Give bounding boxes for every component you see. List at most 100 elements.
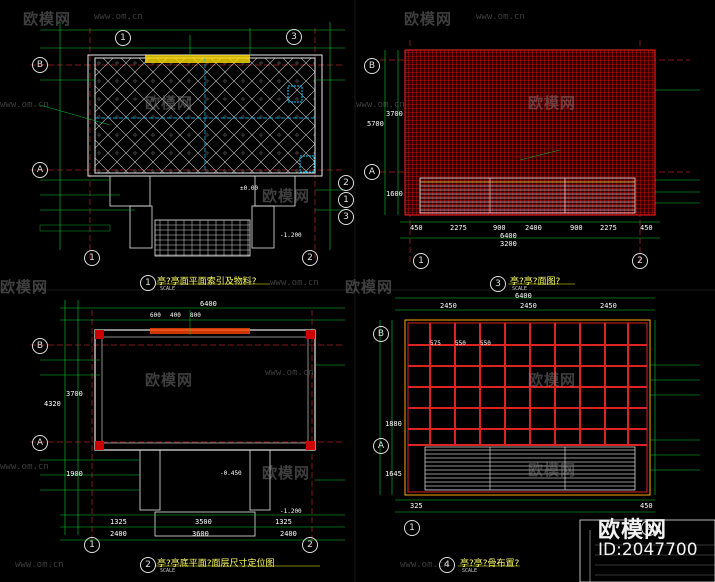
grid-bubble-2: 2 [641, 520, 657, 536]
grid-bubble-b: B [32, 338, 48, 354]
dim-joist-segment: 2450 [440, 302, 457, 310]
detail-callout: 3 [286, 29, 302, 45]
view-scale: SCALE [462, 568, 478, 574]
grid-bubble-b: B [373, 326, 389, 342]
dim-segment: 2400 [525, 224, 542, 232]
dim-segment: 450 [640, 224, 653, 232]
dim-joist-label: 1880 [385, 420, 402, 428]
watermark-brand: 欧模网 [262, 187, 311, 205]
dim-bottom-total: 2400 [280, 530, 297, 538]
grid-bubble-a: A [364, 164, 380, 180]
grid-bubble-a: A [32, 162, 48, 178]
view-1-roof-plan [30, 22, 345, 260]
watermark-brand: 欧模网 [528, 461, 577, 479]
dim-bottom-total: 3600 [192, 530, 209, 538]
dim-plan-segment: 400 [170, 312, 181, 319]
grid-bubble-2: 2 [302, 250, 318, 266]
view-title: 亭?亭?骨布置? [460, 559, 520, 569]
dim-segment: 2275 [450, 224, 467, 232]
watermark-url: www.om.cn [270, 278, 319, 288]
dim-segment: 900 [570, 224, 583, 232]
dim-vertical: 3700 [386, 110, 403, 118]
grid-bubble-1: 1 [404, 520, 420, 536]
grid-bubble-b: B [32, 57, 48, 73]
view-scale: SCALE [160, 286, 176, 292]
grid-bubble-2: 2 [632, 253, 648, 269]
watermark-url: www.om.cn [265, 368, 314, 378]
view-2-floor-plan [30, 300, 345, 545]
grid-bubble-1: 1 [84, 250, 100, 266]
dim-plan-segment: 600 [150, 312, 161, 319]
level-mark: -1.200 [280, 508, 302, 515]
watermark-url: www.om.cn [0, 462, 49, 472]
view-number-3: 3 [490, 276, 506, 292]
watermark-url: www.om.cn [400, 560, 449, 570]
view-4-joist-layout [379, 297, 700, 513]
dim-vertical: 1900 [66, 470, 83, 478]
view-title: 亭?亭?面图? [510, 277, 561, 287]
grid-bubble-a: A [32, 435, 48, 451]
detail-callout: 1 [338, 192, 354, 208]
dim-vertical: 3700 [66, 390, 83, 398]
dim-segment: 450 [410, 224, 423, 232]
brand-logo-text: 欧模网 [598, 518, 668, 543]
dim-joist-segment: 2450 [600, 302, 617, 310]
watermark-brand: 欧模网 [23, 10, 72, 28]
detail-callout: 2 [338, 175, 354, 191]
dim-total-width: 6400 [200, 300, 217, 308]
view-number-1: 1 [140, 275, 156, 291]
dim-joist-label: 1645 [385, 470, 402, 478]
dim-segment-bottom: 1325 [275, 518, 292, 526]
view-3-elevation [380, 40, 700, 265]
dim-vertical: 4320 [44, 400, 61, 408]
watermark-brand: 欧模网 [145, 94, 194, 112]
watermark-url: www.om.cn [15, 560, 64, 570]
detail-callout: 3 [338, 209, 354, 225]
dim-vertical: 5700 [367, 120, 384, 128]
dim-joist-label: 450 [640, 502, 653, 510]
watermark-brand: 欧模网 [528, 371, 577, 389]
view-number-4: 4 [439, 557, 455, 573]
dim-joist-spacing: 550 [455, 340, 466, 347]
watermark-url: www.om.cn [94, 12, 143, 22]
view-scale: SCALE [512, 286, 528, 292]
dim-joist-spacing: 575 [430, 340, 441, 347]
dim-joist-segment: 2450 [520, 302, 537, 310]
view-title: 亭?亭面平面索引及物料? [157, 277, 257, 287]
dim-total-width: 6400 [500, 232, 517, 240]
watermark-brand: 欧模网 [528, 94, 577, 112]
dim-total-width: 6400 [515, 292, 532, 300]
grid-bubble-1: 1 [84, 537, 100, 553]
level-mark: -1.200 [280, 232, 302, 239]
grid-bubble-a: A [373, 438, 389, 454]
dim-bottom-total: 2400 [110, 530, 127, 538]
grid-bubble-b: B [364, 58, 380, 74]
dim-half-width: 3200 [500, 240, 517, 248]
view-title: 亭?亭底平面?面层尺寸定位图 [157, 559, 275, 569]
dim-joist-spacing: 550 [480, 340, 491, 347]
watermark-brand: 欧模网 [145, 371, 194, 389]
view-scale: SCALE [160, 568, 176, 574]
dim-plan-segment: 800 [190, 312, 201, 319]
watermark-url: www.om.cn [356, 100, 405, 110]
detail-callout: 1 [115, 30, 131, 46]
grid-bubble-2: 2 [302, 537, 318, 553]
dim-vertical: 1600 [386, 190, 403, 198]
level-mark: ±0.00 [240, 185, 259, 192]
model-id: ID:2047700 [598, 540, 698, 560]
view-number-2: 2 [140, 557, 156, 573]
watermark-url: www.om.cn [0, 100, 49, 110]
watermark-url: www.om.cn [476, 12, 525, 22]
dim-segment-bottom: 3500 [195, 518, 212, 526]
dim-joist-label: 325 [410, 502, 423, 510]
watermark-brand: 欧模网 [0, 278, 49, 296]
watermark-brand: 欧模网 [262, 464, 311, 482]
watermark-brand: 欧模网 [345, 278, 394, 296]
dim-segment: 2275 [600, 224, 617, 232]
level-mark: -0.450 [220, 470, 242, 477]
grid-bubble-1: 1 [413, 253, 429, 269]
dim-segment-bottom: 1325 [110, 518, 127, 526]
watermark-brand: 欧模网 [404, 10, 453, 28]
dim-segment: 900 [493, 224, 506, 232]
